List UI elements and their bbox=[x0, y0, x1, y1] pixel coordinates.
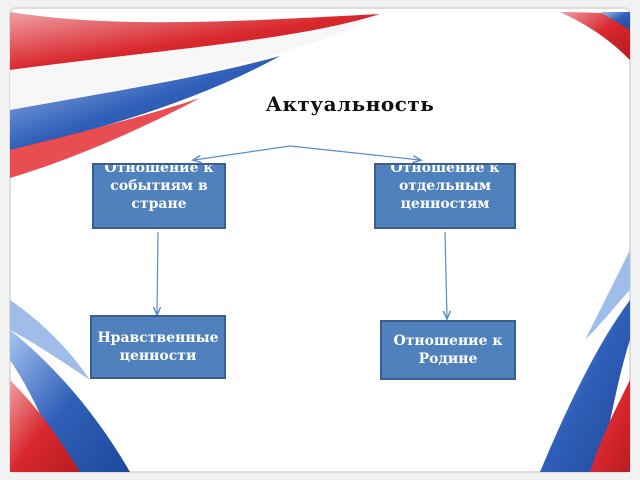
arrow-title-to-events bbox=[194, 145, 291, 160]
ribbon-top-blue bbox=[10, 56, 280, 150]
node-moral: Нравственные ценности bbox=[90, 315, 226, 379]
ribbon-top-red bbox=[10, 12, 380, 70]
diagram-title: Актуальность bbox=[265, 92, 435, 116]
arrow-events-to-moral bbox=[157, 231, 158, 314]
node-motherland: Отношение к Родине bbox=[380, 320, 516, 380]
node-events: Отношение к событиям в стране bbox=[92, 163, 226, 229]
node-values: Отношение к отдельным ценностям bbox=[374, 163, 516, 229]
arrow-values-to-motherland bbox=[445, 231, 447, 318]
node-moral-label: Нравственные ценности bbox=[97, 330, 219, 364]
node-motherland-label: Отношение к Родине bbox=[393, 333, 503, 367]
node-events-label: Отношение к событиям в стране bbox=[104, 163, 214, 212]
ribbon-topright-red bbox=[560, 12, 630, 60]
arrow-title-to-values bbox=[289, 145, 420, 160]
node-values-label: Отношение к отдельным ценностям bbox=[390, 163, 500, 212]
ribbon-bottom-red bbox=[10, 380, 80, 472]
ribbon-top-white bbox=[10, 14, 380, 110]
ribbon-right-red bbox=[590, 380, 630, 472]
ribbon-bottom-blue bbox=[10, 330, 130, 472]
